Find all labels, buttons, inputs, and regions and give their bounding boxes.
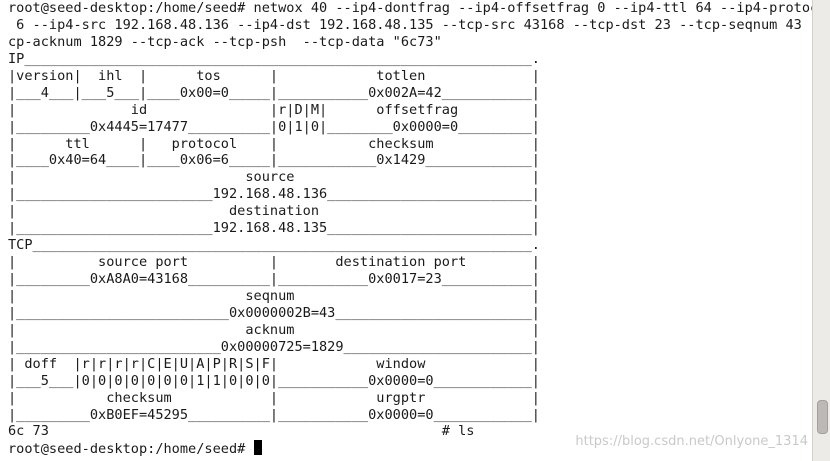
terminal-line: |________________________192.168.48.136_… bbox=[8, 186, 540, 203]
prompt-line[interactable]: root@seed-desktop:/home/seed# bbox=[8, 440, 812, 457]
terminal-line: |_________0xA8A0=43168__________|_______… bbox=[8, 271, 540, 287]
vertical-scrollbar[interactable] bbox=[812, 0, 830, 461]
terminal-line: | checksum | urgptr | bbox=[8, 389, 540, 406]
terminal-line: | doff |r|r|r|r|C|E|U|A|P|R|S|F| window … bbox=[8, 355, 540, 372]
terminal-line: | source | bbox=[8, 169, 540, 186]
terminal-line: | destination | bbox=[8, 203, 540, 220]
terminal-line: |________________________192.168.48.135_… bbox=[8, 220, 540, 237]
terminal-line: |___5___|0|0|0|0|0|0|0|1|1|0|0|0|_______… bbox=[8, 372, 540, 389]
terminal-line: TCP_____________________________________… bbox=[8, 237, 540, 254]
terminal-line: | id |r|D|M| offsetfrag | bbox=[8, 101, 540, 118]
terminal-line: |version| ihl | tos | totlen | bbox=[8, 67, 540, 84]
terminal-line: | seqnum | bbox=[8, 287, 540, 304]
text-cursor bbox=[253, 440, 262, 456]
scrollbar-thumb[interactable] bbox=[817, 400, 828, 434]
terminal-line: 6 --ip4-src 192.168.48.136 --ip4-dst 192… bbox=[8, 16, 812, 33]
terminal-output: root@seed-desktop:/home/seed# netwox 40 … bbox=[8, 0, 812, 457]
terminal-line: | ttl | protocol | checksum | bbox=[8, 135, 540, 152]
terminal-line: |_________0x4445=17477__________|0|1|0|_… bbox=[8, 118, 540, 135]
terminal-line: |____0x40=64____|____0x06=6_____|_______… bbox=[8, 152, 540, 169]
terminal-line: | acknum | bbox=[8, 321, 540, 338]
terminal-line: |___4___|___5___|____0x00=0_____|_______… bbox=[8, 84, 540, 101]
shell-prompt: root@seed-desktop:/home/seed# bbox=[8, 441, 254, 458]
terminal-line: |_________0xB0EF=45295__________|_______… bbox=[8, 406, 540, 423]
terminal-line: IP______________________________________… bbox=[8, 50, 540, 67]
terminal-line: | source port | destination port | bbox=[8, 254, 540, 271]
terminal-line: 6c 73 # ls bbox=[8, 423, 475, 440]
terminal-line: |__________________________0x0000002B=43… bbox=[8, 304, 540, 321]
terminal-line: |_________________________0x00000725=182… bbox=[8, 338, 540, 355]
terminal-window[interactable]: root@seed-desktop:/home/seed# netwox 40 … bbox=[0, 0, 812, 461]
terminal-line: cp-acknum 1829 --tcp-ack --tcp-psh --tcp… bbox=[8, 33, 442, 50]
terminal-line: root@seed-desktop:/home/seed# netwox 40 … bbox=[8, 0, 812, 16]
